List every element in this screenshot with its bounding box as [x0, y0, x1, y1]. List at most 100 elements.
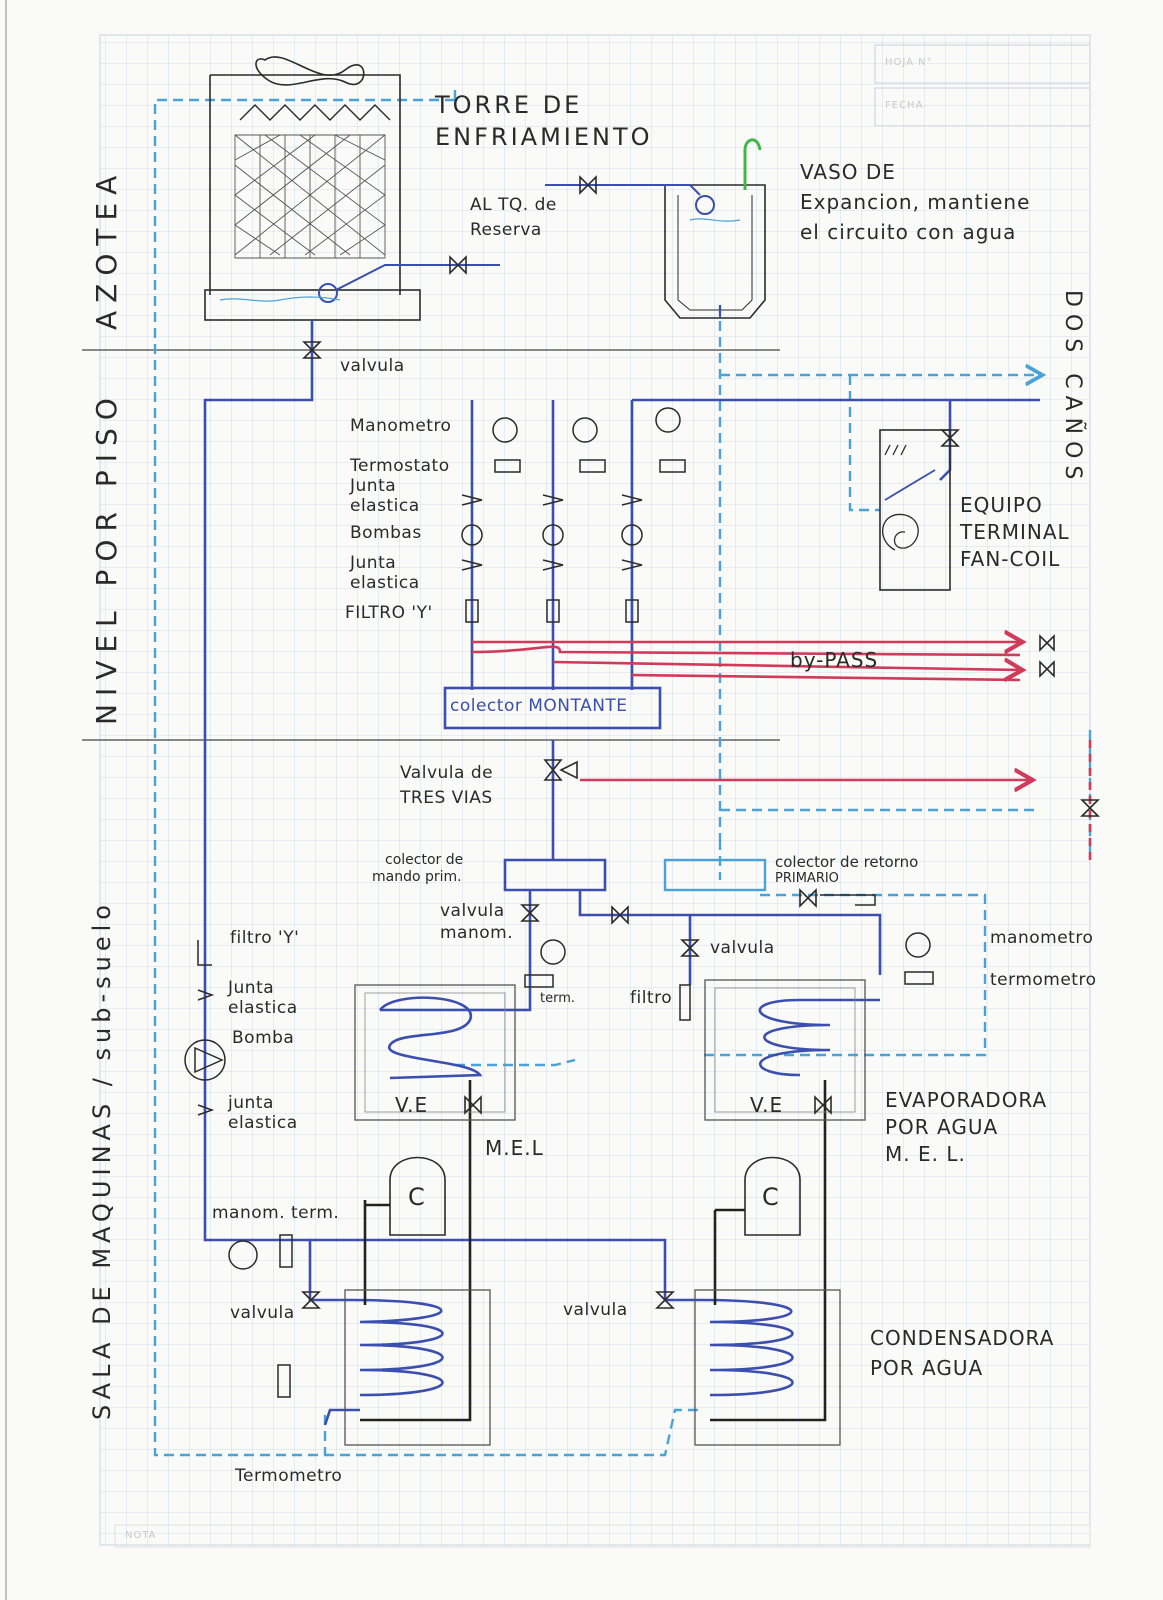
- valve-return: [799, 888, 817, 908]
- valve-bottom-mid: [655, 1291, 675, 1309]
- valve-fancoil: [940, 429, 960, 447]
- manometer-bottom-left: [228, 1240, 258, 1270]
- grid-paper: [99, 34, 1091, 1546]
- valve-collector: [611, 905, 629, 925]
- bypass-label: by-PASS: [790, 648, 879, 672]
- manometer-right-label: manometro: [990, 928, 1094, 948]
- refrigerant-pipes: [360, 1080, 827, 1422]
- expansion-label-1: VASO DE: [800, 160, 896, 184]
- cond-coil-left: [349, 1298, 444, 1397]
- three-way-label-2: TRES VIAS: [400, 788, 493, 808]
- valve-tower-out: [302, 341, 322, 359]
- thermostat-1: [494, 459, 521, 473]
- reserve-tank-label-2: Reserva: [470, 220, 542, 240]
- date-box: [874, 87, 1091, 127]
- dashed-fancoil-drop: [848, 375, 880, 512]
- manometer-evap-left: [540, 939, 566, 965]
- valve-expansion: [579, 175, 597, 195]
- zone-label-basement: SALA DE MAQUINAS / sub-suelo: [88, 900, 116, 1420]
- fan-coil-label-1: EQUIPO: [960, 493, 1043, 517]
- riser-collector-label: colector MONTANTE: [450, 696, 628, 716]
- return-collector-label-1: colector de retorno: [775, 853, 919, 871]
- evaporator-left-box: [354, 984, 516, 1121]
- manometer-2: [572, 417, 598, 443]
- instruments: [184, 407, 934, 1398]
- dashed-outer-loop: [153, 98, 700, 1457]
- valve-ve-left: [464, 1095, 482, 1115]
- elastic-joint-label-1a: Junta: [350, 476, 397, 496]
- pump-left-label: Bomba: [232, 1028, 295, 1048]
- expansion-tank: [664, 138, 766, 319]
- thermometer-bottom-left: [279, 1234, 293, 1268]
- collector-to-right: [578, 890, 882, 975]
- condenser-left-box: [344, 1289, 491, 1446]
- elastic-joint-label-4b: elastica: [228, 1113, 298, 1133]
- valve-mid-label: valvula: [710, 938, 775, 958]
- thermometer-evap-right: [904, 971, 934, 985]
- cooling-tower-label-2: ENFRIAMIENTO: [435, 123, 653, 151]
- thermostat-label: Termostato: [350, 456, 450, 476]
- evaporator-label-3: M. E. L.: [885, 1142, 966, 1166]
- valve-manom-label-1: valvula: [440, 901, 505, 921]
- compressor-left: [389, 1156, 446, 1236]
- valves: [301, 175, 1100, 1309]
- manometer-1: [492, 417, 518, 443]
- thermometer-bottom: [277, 1364, 291, 1398]
- supply-collector-label-1: colector de: [385, 852, 464, 868]
- tower-float: [219, 264, 500, 303]
- compressor-right-label: C: [762, 1183, 779, 1211]
- condenser-label-2: POR AGUA: [870, 1356, 984, 1380]
- manometer-3: [655, 407, 681, 433]
- condenser-right-box: [694, 1289, 841, 1446]
- valve-top-label: valvula: [340, 356, 405, 376]
- pump-3: [621, 524, 643, 546]
- riser-collector-box: [443, 686, 662, 730]
- mel-left-label: M.E.L: [485, 1136, 544, 1160]
- manometer-label: Manometro: [350, 416, 452, 436]
- elastic-joint-label-2b: elastica: [350, 573, 420, 593]
- y-filter-label: FILTRO 'Y': [345, 603, 433, 623]
- ve-left-label: V.E: [395, 1093, 429, 1117]
- supply-collector-label-2: mando prim.: [372, 869, 462, 885]
- thermostat-2: [579, 459, 606, 473]
- pump-left: [184, 1039, 226, 1081]
- elastic-joint-label-3a: Junta: [228, 978, 275, 998]
- valve-bottom-mid-label: valvula: [563, 1300, 628, 1320]
- manometer-evap-right: [905, 932, 931, 958]
- ve-right-label: V.E: [750, 1093, 784, 1117]
- sheet-number-label: HOJA N°: [885, 57, 933, 68]
- two-pipes-label: DOS CAÑOS: [1060, 290, 1085, 487]
- compressor-left-label: C: [408, 1183, 425, 1211]
- valve-red-right: [1080, 799, 1100, 817]
- evap-coil-left: [378, 996, 483, 1080]
- three-way-label-1: Valvula de: [400, 763, 494, 783]
- valve-ve-right: [814, 1095, 832, 1115]
- pump-1: [461, 524, 483, 546]
- thermometer-right-label: termometro: [990, 970, 1097, 990]
- thermostat-3: [659, 459, 686, 473]
- valve-bottom-left: [301, 1291, 321, 1309]
- fan-coil-box: [879, 429, 951, 591]
- fan-coil-label-2: TERMINAL: [960, 520, 1070, 544]
- cond-to-cond: [310, 1238, 700, 1302]
- valve-tower-reserve: [449, 255, 467, 275]
- evaporator-right-box: [704, 979, 866, 1121]
- return-collector-box: [663, 858, 767, 892]
- equipment-boxes: [344, 429, 951, 1446]
- fan-coil-internals: [882, 444, 936, 551]
- expansion-label-3: el circuito con agua: [800, 220, 1017, 244]
- zone-label-roof: AZOTEA: [90, 167, 123, 330]
- pump-2: [542, 524, 564, 546]
- reserve-tank-label-1: AL TQ. de: [470, 195, 557, 215]
- expansion-float: [545, 184, 741, 318]
- elastic-joint-label-1b: elastica: [350, 496, 420, 516]
- filter-left-label: filtro 'Y': [230, 928, 300, 948]
- valve-manom-label-2: manom.: [440, 923, 514, 943]
- condenser-label-1: CONDENSADORA: [870, 1326, 1055, 1350]
- cooling-tower-label-1: TORRE DE: [435, 91, 583, 119]
- elastic-joint-label-4a: junta: [228, 1093, 274, 1113]
- expansion-label-2: Expancion, mantiene: [800, 190, 1031, 214]
- fan-coil-label-3: FAN-COIL: [960, 547, 1061, 571]
- valve-bottom-left-label: valvula: [230, 1303, 295, 1323]
